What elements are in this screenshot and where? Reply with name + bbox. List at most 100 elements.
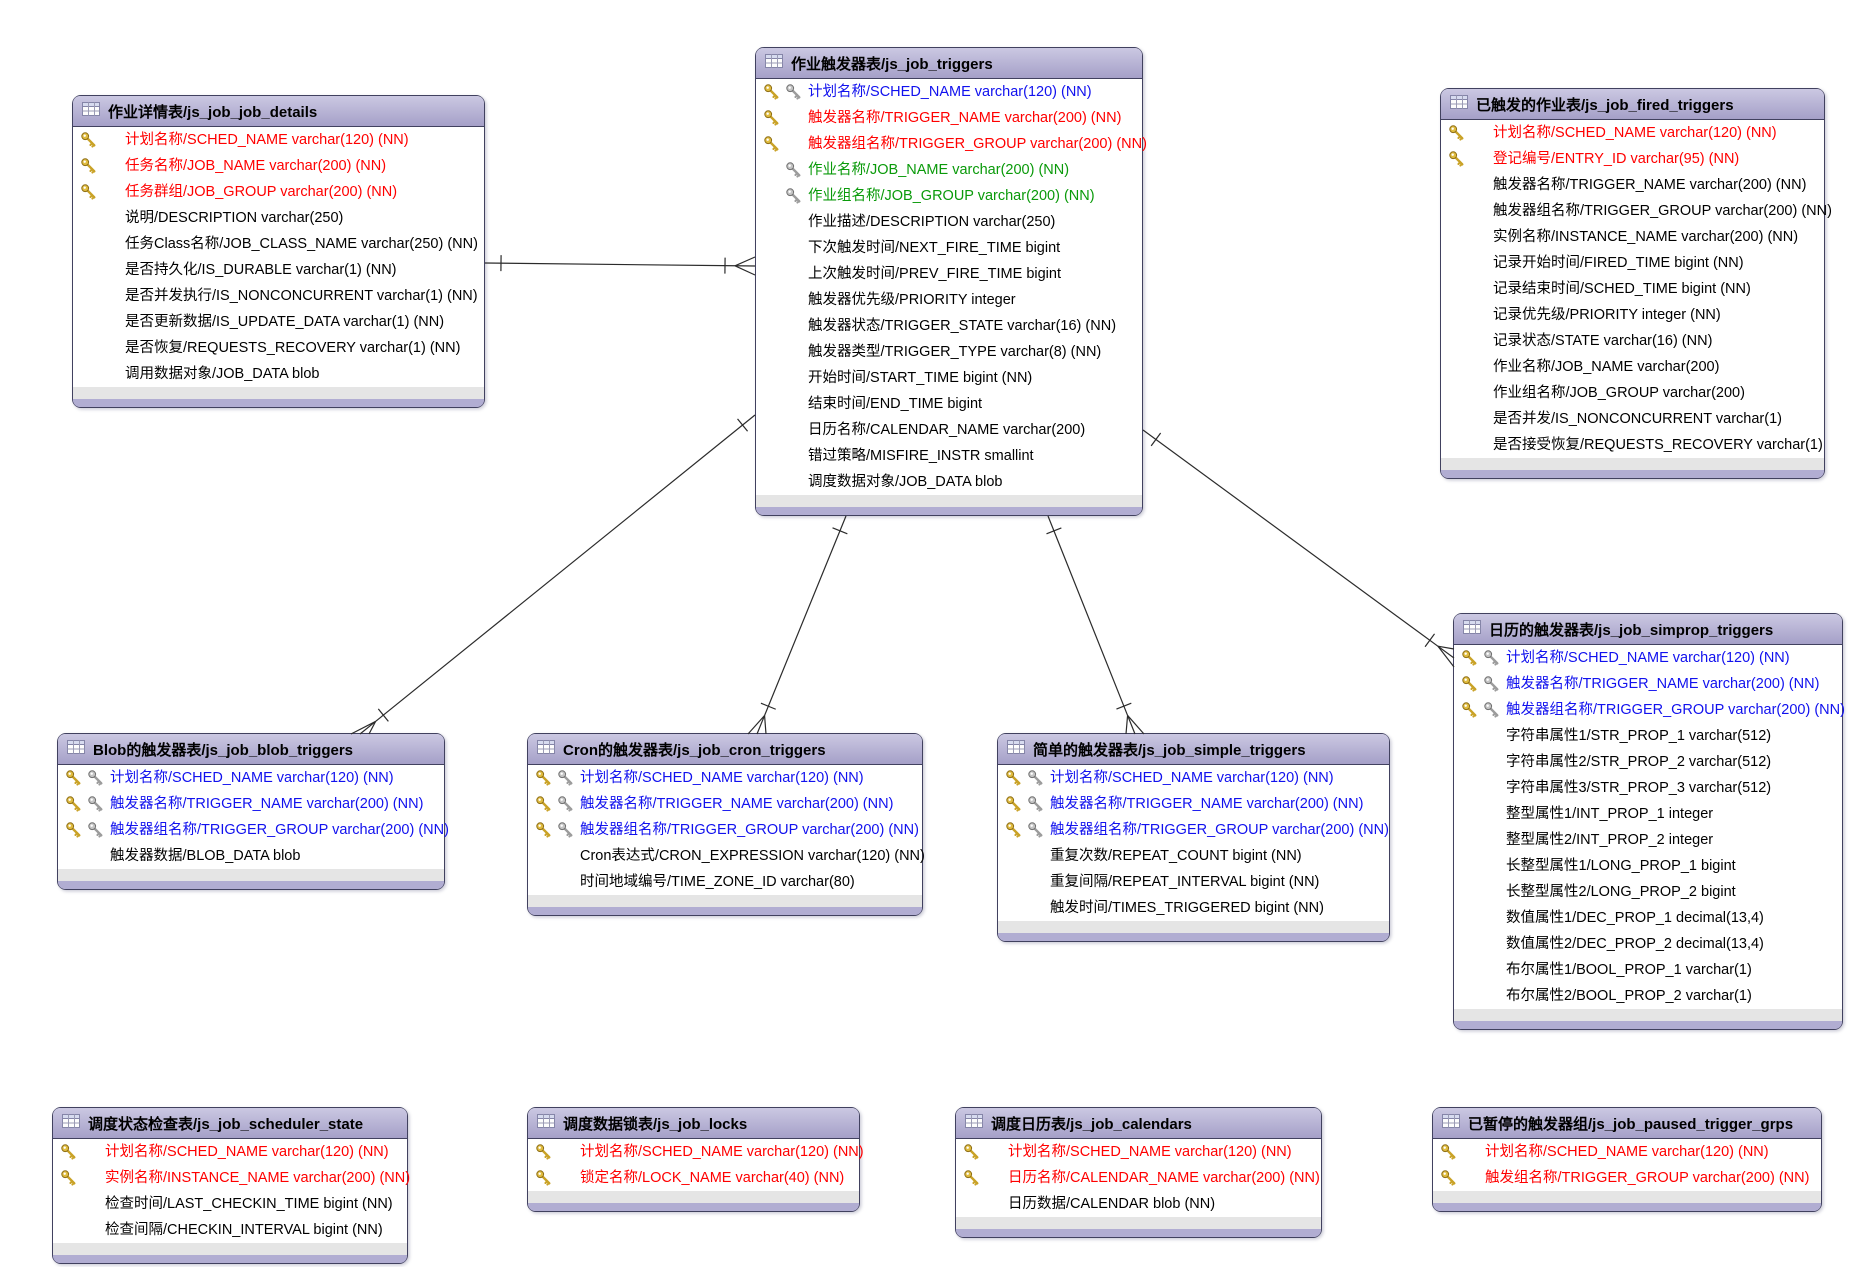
field-row[interactable]: 长整型属性1/LONG_PROP_1 bigint [1454,853,1842,879]
field-row[interactable]: 重复间隔/REPEAT_INTERVAL bigint (NN) [998,869,1389,895]
field-row[interactable]: 触发器名称/TRIGGER_NAME varchar(200) (NN) [756,105,1142,131]
field-row[interactable]: 重复次数/REPEAT_COUNT bigint (NN) [998,843,1389,869]
field-row[interactable]: 登记编号/ENTRY_ID varchar(95) (NN) [1441,146,1824,172]
field-row[interactable]: 布尔属性1/BOOL_PROP_1 varchar(1) [1454,957,1842,983]
table-header[interactable]: Blob的触发器表/js_job_blob_triggers [58,734,444,765]
field-row[interactable]: 计划名称/SCHED_NAME varchar(120) (NN) [1454,645,1842,671]
field-row[interactable]: 触发器组名称/TRIGGER_GROUP varchar(200) (NN) [528,817,922,843]
field-row[interactable]: 是否并发执行/IS_NONCONCURRENT varchar(1) (NN) [73,283,484,309]
field-row[interactable]: 作业名称/JOB_NAME varchar(200) (NN) [756,157,1142,183]
field-row[interactable]: 计划名称/SCHED_NAME varchar(120) (NN) [956,1139,1321,1165]
field-row[interactable]: 作业名称/JOB_NAME varchar(200) [1441,354,1824,380]
table-header[interactable]: 作业触发器表/js_job_triggers [756,48,1142,79]
table-header[interactable]: Cron的触发器表/js_job_cron_triggers [528,734,922,765]
field-row[interactable]: 开始时间/START_TIME bigint (NN) [756,365,1142,391]
field-row[interactable]: 任务群组/JOB_GROUP varchar(200) (NN) [73,179,484,205]
field-row[interactable]: 作业组名称/JOB_GROUP varchar(200) [1441,380,1824,406]
field-row[interactable]: 实例名称/INSTANCE_NAME varchar(200) (NN) [53,1165,410,1191]
table-js_job_triggers[interactable]: 作业触发器表/js_job_triggers 计划名称/SCHED_NAME v… [755,47,1147,516]
field-row[interactable]: 调用数据对象/JOB_DATA blob [73,361,484,387]
table-js_job_fired_triggers[interactable]: 已触发的作业表/js_job_fired_triggers 计划名称/SCHED… [1440,88,1832,479]
table-js_job_cron_triggers[interactable]: Cron的触发器表/js_job_cron_triggers 计划名称/SCHE… [527,733,925,916]
field-row[interactable]: 作业描述/DESCRIPTION varchar(250) [756,209,1142,235]
field-row[interactable]: 是否并发/IS_NONCONCURRENT varchar(1) [1441,406,1824,432]
field-row[interactable]: 锁定名称/LOCK_NAME varchar(40) (NN) [528,1165,859,1191]
table-header[interactable]: 作业详情表/js_job_job_details [73,96,484,127]
field-row[interactable]: 字符串属性2/STR_PROP_2 varchar(512) [1454,749,1842,775]
field-row[interactable]: 日历数据/CALENDAR blob (NN) [956,1191,1321,1217]
field-row[interactable]: 计划名称/SCHED_NAME varchar(120) (NN) [1441,120,1824,146]
table-header[interactable]: 日历的触发器表/js_job_simprop_triggers [1454,614,1842,645]
field-row[interactable]: 记录优先级/PRIORITY integer (NN) [1441,302,1824,328]
table-header[interactable]: 调度状态检查表/js_job_scheduler_state [53,1108,407,1139]
field-row[interactable]: 整型属性2/INT_PROP_2 integer [1454,827,1842,853]
table-js_job_locks[interactable]: 调度数据锁表/js_job_locks 计划名称/SCHED_NAME varc… [527,1107,864,1212]
field-row[interactable]: 触发器名称/TRIGGER_NAME varchar(200) (NN) [1454,671,1842,697]
field-row[interactable]: 错过策略/MISFIRE_INSTR smallint [756,443,1142,469]
field-row[interactable]: Cron表达式/CRON_EXPRESSION varchar(120) (NN… [528,843,925,869]
field-row[interactable]: 触发器数据/BLOB_DATA blob [58,843,444,869]
field-row[interactable]: 数值属性2/DEC_PROP_2 decimal(13,4) [1454,931,1842,957]
field-row[interactable]: 触发时间/TIMES_TRIGGERED bigint (NN) [998,895,1389,921]
field-row[interactable]: 下次触发时间/NEXT_FIRE_TIME bigint [756,235,1142,261]
field-row[interactable]: 触发器优先级/PRIORITY integer [756,287,1142,313]
field-row[interactable]: 长整型属性2/LONG_PROP_2 bigint [1454,879,1842,905]
field-row[interactable]: 触发器名称/TRIGGER_NAME varchar(200) (NN) [58,791,444,817]
field-row[interactable]: 记录状态/STATE varchar(16) (NN) [1441,328,1824,354]
field-row[interactable]: 实例名称/INSTANCE_NAME varchar(200) (NN) [1441,224,1824,250]
field-row[interactable]: 日历名称/CALENDAR_NAME varchar(200) [756,417,1142,443]
field-row[interactable]: 计划名称/SCHED_NAME varchar(120) (NN) [1433,1139,1821,1165]
field-row[interactable]: 触发器组名称/TRIGGER_GROUP varchar(200) (NN) [1454,697,1845,723]
field-row[interactable]: 计划名称/SCHED_NAME varchar(120) (NN) [73,127,484,153]
table-js_job_simple_triggers[interactable]: 简单的触发器表/js_job_simple_triggers 计划名称/SCHE… [997,733,1390,942]
field-row[interactable]: 触发器名称/TRIGGER_NAME varchar(200) (NN) [998,791,1389,817]
field-row[interactable]: 记录开始时间/FIRED_TIME bigint (NN) [1441,250,1824,276]
field-row[interactable]: 任务名称/JOB_NAME varchar(200) (NN) [73,153,484,179]
field-row[interactable]: 作业组名称/JOB_GROUP varchar(200) (NN) [756,183,1142,209]
field-row[interactable]: 触发组名称/TRIGGER_GROUP varchar(200) (NN) [1433,1165,1821,1191]
field-row[interactable]: 是否接受恢复/REQUESTS_RECOVERY varchar(1) [1441,432,1824,458]
field-row[interactable]: 触发器组名称/TRIGGER_GROUP varchar(200) (NN) [58,817,449,843]
table-js_job_job_details[interactable]: 作业详情表/js_job_job_details 计划名称/SCHED_NAME… [72,95,485,408]
field-row[interactable]: 计划名称/SCHED_NAME varchar(120) (NN) [998,765,1389,791]
field-row[interactable]: 任务Class名称/JOB_CLASS_NAME varchar(250) (N… [73,231,484,257]
field-row[interactable]: 布尔属性2/BOOL_PROP_2 varchar(1) [1454,983,1842,1009]
table-js_job_blob_triggers[interactable]: Blob的触发器表/js_job_blob_triggers 计划名称/SCHE… [57,733,449,890]
field-row[interactable]: 触发器状态/TRIGGER_STATE varchar(16) (NN) [756,313,1142,339]
field-row[interactable]: 触发器名称/TRIGGER_NAME varchar(200) (NN) [528,791,922,817]
field-row[interactable]: 检查间隔/CHECKIN_INTERVAL bigint (NN) [53,1217,407,1243]
field-row[interactable]: 数值属性1/DEC_PROP_1 decimal(13,4) [1454,905,1842,931]
field-row[interactable]: 整型属性1/INT_PROP_1 integer [1454,801,1842,827]
field-row[interactable]: 检查时间/LAST_CHECKIN_TIME bigint (NN) [53,1191,407,1217]
field-row[interactable]: 上次触发时间/PREV_FIRE_TIME bigint [756,261,1142,287]
field-row[interactable]: 触发器组名称/TRIGGER_GROUP varchar(200) (NN) [1441,198,1832,224]
field-row[interactable]: 调度数据对象/JOB_DATA blob [756,469,1142,495]
field-row[interactable]: 触发器组名称/TRIGGER_GROUP varchar(200) (NN) [756,131,1147,157]
field-row[interactable]: 日历名称/CALENDAR_NAME varchar(200) (NN) [956,1165,1321,1191]
field-row[interactable]: 计划名称/SCHED_NAME varchar(120) (NN) [53,1139,407,1165]
table-js_job_simprop_triggers[interactable]: 日历的触发器表/js_job_simprop_triggers 计划名称/SCH… [1453,613,1845,1030]
field-row[interactable]: 计划名称/SCHED_NAME varchar(120) (NN) [528,765,922,791]
table-header[interactable]: 已触发的作业表/js_job_fired_triggers [1441,89,1824,120]
field-row[interactable]: 结束时间/END_TIME bigint [756,391,1142,417]
field-row[interactable]: 触发器名称/TRIGGER_NAME varchar(200) (NN) [1441,172,1824,198]
field-row[interactable]: 是否持久化/IS_DURABLE varchar(1) (NN) [73,257,484,283]
field-row[interactable]: 触发器类型/TRIGGER_TYPE varchar(8) (NN) [756,339,1142,365]
table-header[interactable]: 调度数据锁表/js_job_locks [528,1108,859,1139]
field-row[interactable]: 说明/DESCRIPTION varchar(250) [73,205,484,231]
field-row[interactable]: 是否更新数据/IS_UPDATE_DATA varchar(1) (NN) [73,309,484,335]
field-row[interactable]: 计划名称/SCHED_NAME varchar(120) (NN) [756,79,1142,105]
table-js_job_calendars[interactable]: 调度日历表/js_job_calendars 计划名称/SCHED_NAME v… [955,1107,1322,1238]
field-row[interactable]: 时间地域编号/TIME_ZONE_ID varchar(80) [528,869,922,895]
field-row[interactable]: 字符串属性3/STR_PROP_3 varchar(512) [1454,775,1842,801]
field-row[interactable]: 字符串属性1/STR_PROP_1 varchar(512) [1454,723,1842,749]
field-row[interactable]: 触发器组名称/TRIGGER_GROUP varchar(200) (NN) [998,817,1389,843]
table-header[interactable]: 已暂停的触发器组/js_job_paused_trigger_grps [1433,1108,1821,1139]
field-row[interactable]: 计划名称/SCHED_NAME varchar(120) (NN) [528,1139,864,1165]
field-row[interactable]: 是否恢复/REQUESTS_RECOVERY varchar(1) (NN) [73,335,484,361]
field-row[interactable]: 计划名称/SCHED_NAME varchar(120) (NN) [58,765,444,791]
table-js_job_paused_trigger_grps[interactable]: 已暂停的触发器组/js_job_paused_trigger_grps 计划名称… [1432,1107,1822,1212]
table-header[interactable]: 调度日历表/js_job_calendars [956,1108,1321,1139]
table-js_job_scheduler_state[interactable]: 调度状态检查表/js_job_scheduler_state 计划名称/SCHE… [52,1107,410,1264]
